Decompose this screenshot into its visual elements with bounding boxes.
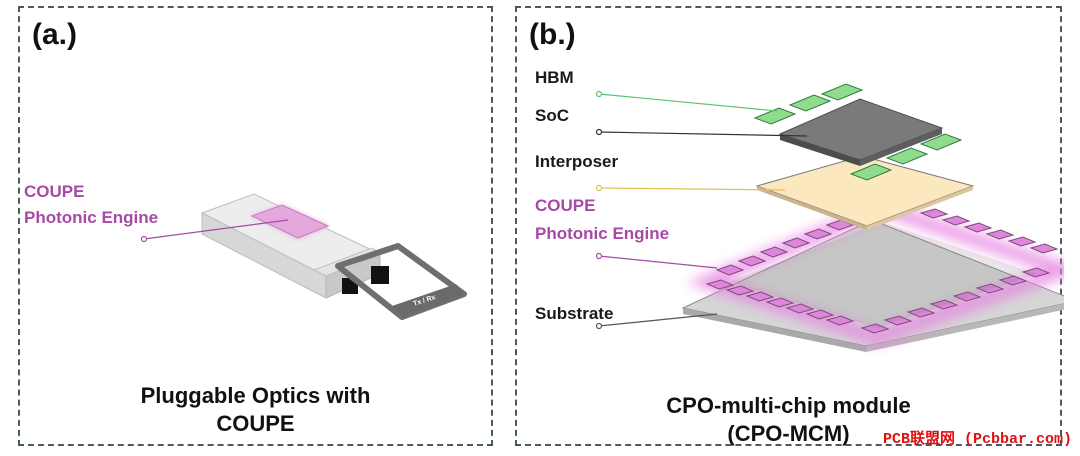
- caption-line2: (CPO-MCM): [727, 421, 850, 446]
- coupe-label-line1: COUPE: [535, 196, 596, 215]
- panel-a-label: (a.): [32, 18, 77, 51]
- soc-label: SoC: [535, 106, 569, 125]
- pull-tab: [335, 243, 467, 320]
- caption-line1: CPO-multi-chip module: [666, 393, 911, 418]
- panel-a-caption: Pluggable Optics with COUPE: [20, 382, 491, 438]
- panel-a: Tx / Rx (a.) COUPE Photonic Engine Plugg…: [18, 6, 493, 446]
- hbm-label: HBM: [535, 68, 574, 87]
- interposer-label: Interposer: [535, 152, 619, 171]
- leader-lines: [595, 90, 808, 330]
- pluggable-optics-illustration: Tx / Rx: [140, 193, 467, 320]
- panel-b: (b.) HBM SoC Interposer COUPE Photonic E…: [515, 6, 1064, 448]
- caption-line2: COUPE: [216, 411, 295, 436]
- coupe-label-line1: COUPE: [24, 182, 85, 201]
- cpo-mcm-illustration: [595, 83, 1064, 352]
- substrate-layer: [681, 219, 1064, 352]
- interposer-layer: [755, 155, 975, 230]
- panel-b-caption: CPO-multi-chip module (CPO-MCM): [517, 392, 1060, 448]
- connector-right: [371, 266, 389, 284]
- coupe-label-line2: Photonic Engine: [24, 208, 159, 227]
- soc-die: [778, 98, 944, 166]
- coupe-photonic-engine-chip: [250, 204, 330, 240]
- caption-line1: Pluggable Optics with: [140, 383, 371, 408]
- watermark: PCB联盟网 (Pcbbar.com): [882, 431, 1072, 448]
- coupe-label-line2: Photonic Engine: [535, 224, 670, 243]
- coupe-leader-line: [140, 219, 289, 243]
- hbm-stacks: [753, 83, 963, 181]
- substrate-inner: [729, 222, 1037, 328]
- substrate-label: Substrate: [535, 304, 614, 323]
- panel-b-label: (b.): [529, 18, 576, 51]
